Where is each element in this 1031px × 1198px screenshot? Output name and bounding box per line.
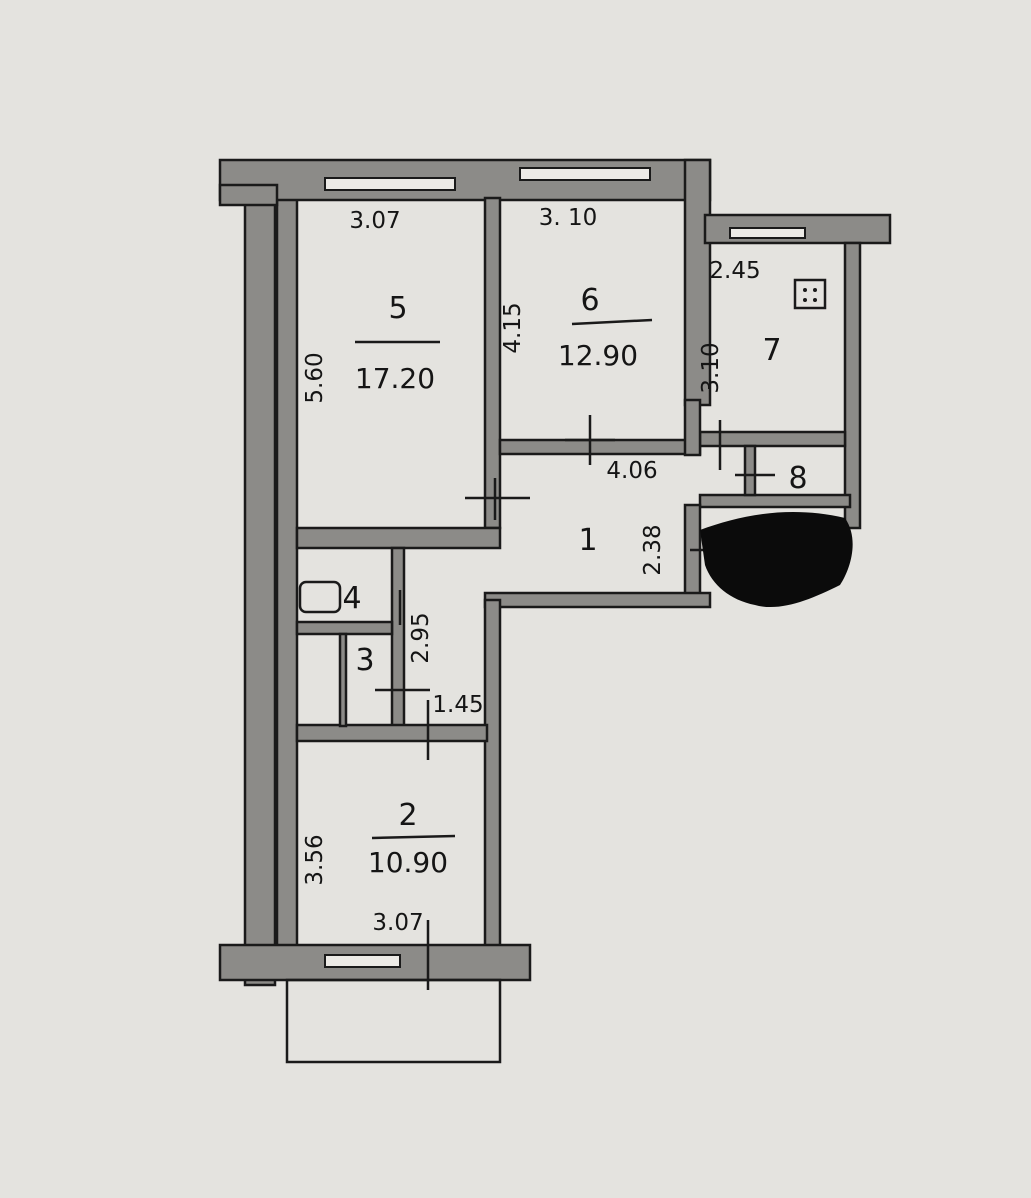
dim-room6-width: 3. 10	[539, 205, 598, 231]
dim-kitchen-width: 2.45	[709, 258, 760, 284]
wall-8-left	[743, 444, 757, 497]
wall-8-bottom	[698, 493, 852, 509]
wall-top-left-stub	[218, 183, 279, 207]
dim-room5-length: 5.60	[302, 352, 328, 403]
wall-entry-left	[683, 503, 702, 602]
window-room6	[519, 167, 651, 181]
wall-hall-bottom	[483, 591, 712, 609]
window-room5	[324, 177, 456, 191]
wall-left-inner	[275, 183, 299, 977]
room-8-number: 8	[788, 461, 807, 496]
room-7-number: 7	[762, 333, 781, 368]
room-2-area: 10.90	[368, 846, 448, 879]
wall-kitchen-8	[698, 430, 847, 448]
window-room2	[324, 954, 401, 968]
wall-left-outer	[243, 183, 277, 987]
room-2-number: 2	[398, 798, 417, 833]
dim-room2-width: 3.07	[372, 910, 423, 936]
wall-kitchen-left-lower	[683, 398, 702, 457]
dim-hall-length: 2.38	[640, 524, 666, 575]
wall-5-6	[483, 196, 502, 530]
room-6-area: 12.90	[558, 339, 638, 372]
wall-corridor-right	[483, 598, 502, 972]
wall-bath-right	[390, 546, 406, 730]
dim-kitchen-length: 3.10	[698, 342, 724, 393]
room-6-number: 6	[580, 283, 599, 318]
dim-corridor-length: 2.95	[408, 612, 434, 663]
room-5-number: 5	[388, 291, 407, 326]
dim-hall-width: 4.06	[606, 458, 657, 484]
bathtub	[298, 580, 342, 614]
dim-room6-length: 4.15	[500, 302, 526, 353]
redaction-blot	[700, 511, 853, 608]
balcony	[285, 978, 502, 1064]
room-3-number: 3	[355, 643, 374, 678]
room-4-number: 4	[342, 581, 361, 616]
stove-icon	[793, 278, 827, 310]
dim-corridor-width: 1.45	[432, 692, 483, 718]
wall-kitchen-right	[843, 241, 862, 530]
wall-bath-mid	[295, 620, 394, 636]
window-kitchen	[729, 227, 806, 239]
room-5-area: 17.20	[355, 362, 435, 395]
wall-wc-bottom	[295, 723, 489, 743]
wall-6-hall	[498, 438, 702, 456]
dim-room2-length: 3.56	[302, 834, 328, 885]
dim-room5-width: 3.07	[349, 208, 400, 234]
wall-5-bottom	[295, 526, 502, 550]
wall-wc-inner	[338, 632, 348, 728]
room-1-number: 1	[578, 523, 597, 558]
